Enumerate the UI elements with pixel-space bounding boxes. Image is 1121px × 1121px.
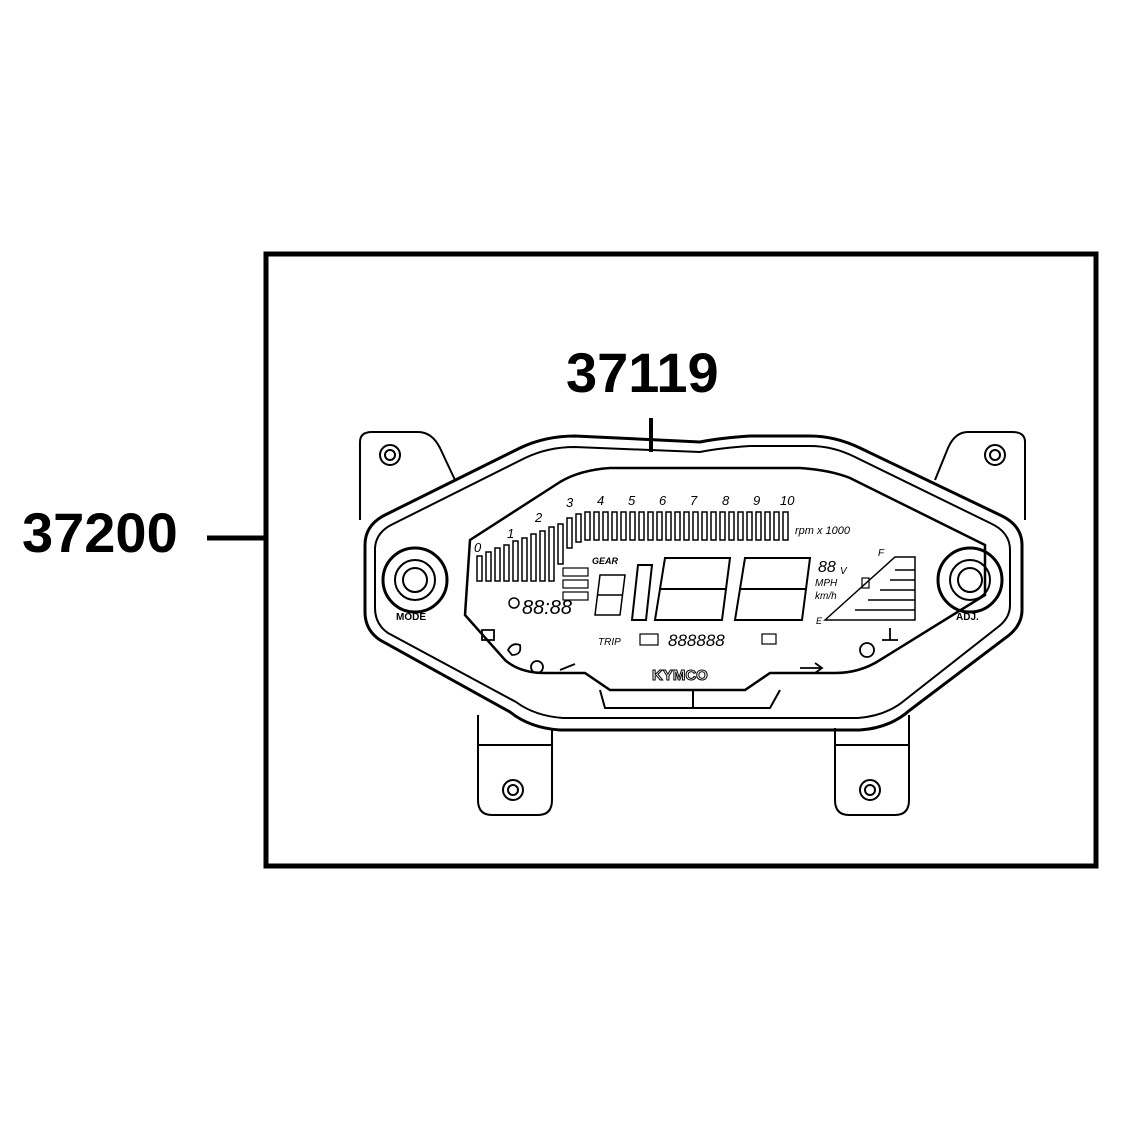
rpm-tick-2: 2 [534, 510, 543, 525]
brand-logo: KYMCO [652, 667, 708, 684]
speed-unit-kmh: km/h [815, 591, 837, 602]
rpm-tick-5: 5 [628, 493, 636, 508]
rpm-tick-10: 10 [780, 493, 795, 508]
fuel-pump-icon [861, 577, 870, 589]
voltage-digits: 88 [818, 559, 836, 576]
rpm-tick-6: 6 [659, 493, 667, 508]
speed-unit-mph: MPH [815, 578, 838, 589]
callout-37119: 37119 [566, 341, 719, 404]
gear-digit [594, 574, 626, 616]
rpm-bar-graph [476, 511, 789, 582]
fuel-empty-label: E [816, 616, 823, 626]
clock-display: 88:88 [522, 597, 572, 619]
kickstand-icon [882, 628, 898, 641]
rpm-tick-8: 8 [722, 493, 730, 508]
odo-label: TRIP [598, 637, 621, 648]
mode-indicators [562, 567, 589, 601]
rpm-tick-4: 4 [597, 493, 604, 508]
odo-digits: 888888 [668, 631, 725, 650]
temp-icon [761, 633, 777, 645]
clock-icon [508, 597, 520, 609]
rpm-tick-7: 7 [690, 493, 698, 508]
callout-37200: 37200 [22, 501, 178, 564]
assembly-frame [263, 251, 1099, 869]
oil-icon [506, 643, 522, 656]
turn-signal-icon [800, 662, 824, 674]
meter-housing [359, 431, 1026, 816]
abs-icon [559, 663, 576, 671]
left-button-label: MODE [396, 612, 426, 623]
rpm-unit: rpm x 1000 [795, 525, 851, 537]
right-button-label: ADJ. [956, 612, 979, 623]
rpm-tick-3: 3 [566, 495, 574, 510]
gear-label: GEAR [592, 556, 619, 566]
brake-icon [859, 642, 875, 658]
headlight-icon [481, 629, 495, 641]
rpm-tick-labels: 0 1 2 3 4 5 6 7 8 9 10 [474, 493, 795, 555]
rpm-tick-9: 9 [753, 493, 760, 508]
voltage-unit: V [840, 566, 848, 577]
fuel-gauge [823, 556, 916, 621]
fuel-full-label: F [878, 548, 885, 559]
speed-digits [630, 557, 812, 621]
warning-icons [481, 628, 898, 674]
engine-warning-icon [530, 660, 544, 674]
rpm-tick-0: 0 [474, 540, 482, 555]
rpm-tick-1: 1 [507, 526, 514, 541]
service-icon [639, 633, 659, 646]
